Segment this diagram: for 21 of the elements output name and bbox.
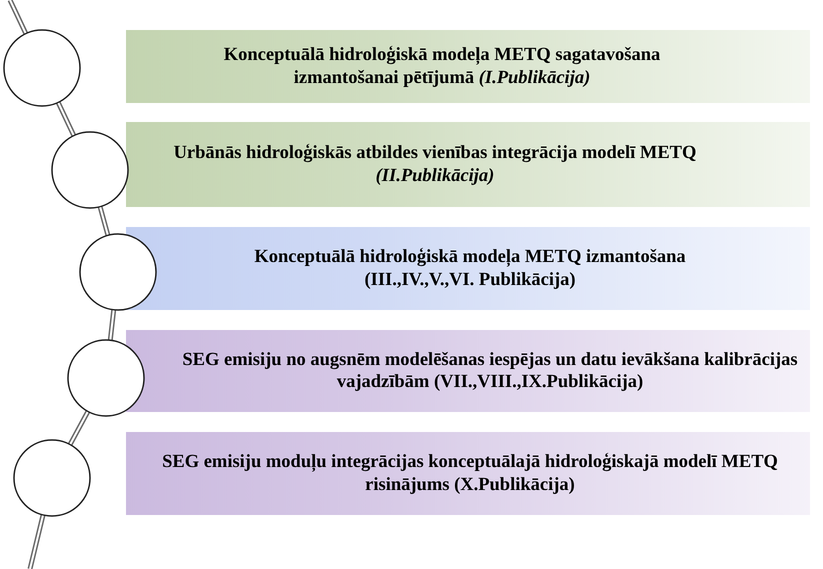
text-band [126,227,810,310]
item-text: SEG emisiju no augsnēm modelēšanas iespējas un datu ievākšana kalibrācijas vajadzībām (VII.,VIII.,IX.Publikācija) [181,348,799,394]
connector-line [8,0,28,35]
circle-marker [66,338,146,418]
item-text: SEG emisiju moduļu integrācijas konceptuālajā hidroloģiskajā modelī METQ risinājums (X.Publikācija) [161,451,779,496]
connector-line [28,514,46,569]
circle-marker [2,28,82,108]
item-text: Urbānās hidroloģiskās atbildes vienības integrācija modelī METQ (II.Publikācija) [172,142,698,187]
connector-line [56,101,76,137]
connector-line [68,410,90,446]
text-band [126,330,810,412]
connector-line [98,206,110,236]
circle-marker [12,438,92,518]
connector-line [108,309,116,341]
item-text: Konceptuālā hidroloģiskā modeļa METQ sagatavošana izmantošanai pētījumā (I.Publikācija) [222,44,662,89]
text-band [126,432,810,515]
text-band [126,30,810,103]
circle-marker [78,232,158,312]
item-text: Konceptuālā hidroloģiskā modeļa METQ izmantošana (III.,IV.,V.,VI. Publikācija) [253,246,687,291]
circle-marker [50,130,130,210]
text-band [126,122,810,207]
